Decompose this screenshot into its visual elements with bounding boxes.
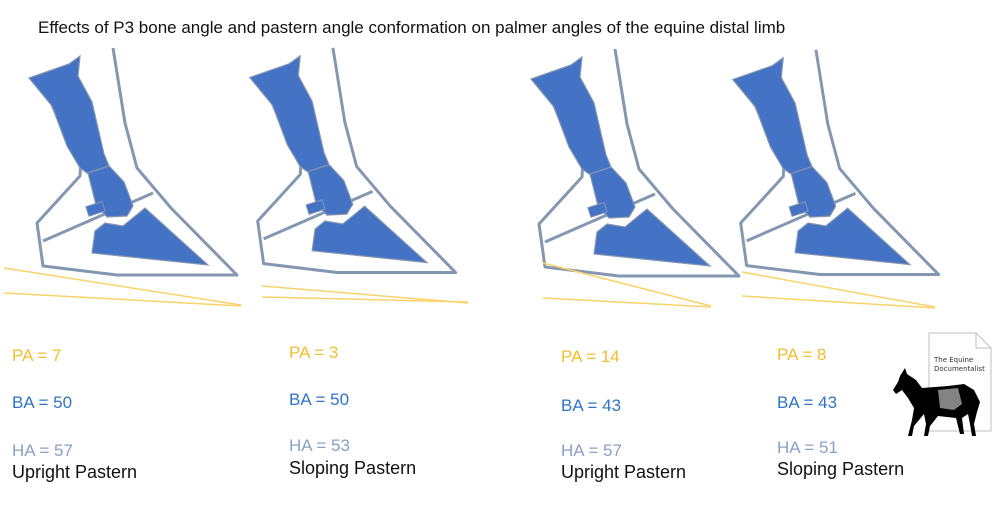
pastern-label: Sloping Pastern bbox=[777, 459, 905, 479]
hoof-diagram-1 bbox=[3, 46, 242, 307]
pa-line-bone bbox=[261, 285, 469, 304]
ba-value: BA = 50 bbox=[12, 393, 73, 412]
ha-value: HA = 53 bbox=[289, 436, 350, 455]
ha-value: HA = 51 bbox=[777, 438, 838, 457]
pa-line-ground bbox=[261, 296, 469, 303]
logo-text: The Equine Documentalist bbox=[934, 356, 985, 373]
pa-value: PA = 3 bbox=[289, 343, 339, 362]
pa-line-bone bbox=[542, 262, 712, 307]
horse-silhouette-icon bbox=[893, 368, 980, 436]
ba-value: BA = 50 bbox=[289, 390, 350, 409]
equine-documentalist-logo: The Equine Documentalist bbox=[892, 330, 1000, 440]
hoof-diagram-3 bbox=[529, 47, 741, 308]
pastern-label: Upright Pastern bbox=[12, 462, 138, 482]
hoof-diagrams bbox=[3, 46, 941, 309]
pa-value: PA = 14 bbox=[561, 347, 620, 366]
ha-value: HA = 57 bbox=[561, 441, 622, 460]
ba-value: BA = 43 bbox=[777, 393, 838, 412]
ba-value: BA = 43 bbox=[561, 396, 622, 415]
pastern-label: Upright Pastern bbox=[561, 462, 687, 482]
pa-line-ground bbox=[542, 297, 712, 308]
hoof-diagram-4 bbox=[731, 48, 941, 309]
pa-line-bone bbox=[741, 271, 936, 308]
pa-value: PA = 8 bbox=[777, 345, 827, 364]
pa-line-ground bbox=[3, 292, 242, 307]
pa-line-bone bbox=[3, 267, 242, 306]
page-title: Effects of P3 bone angle and pastern ang… bbox=[38, 18, 786, 37]
ha-value: HA = 57 bbox=[12, 441, 73, 460]
pa-line-ground bbox=[741, 295, 936, 309]
pastern-label: Sloping Pastern bbox=[289, 458, 417, 478]
pa-value: PA = 7 bbox=[12, 346, 62, 365]
hoof-diagram-2 bbox=[248, 46, 469, 304]
